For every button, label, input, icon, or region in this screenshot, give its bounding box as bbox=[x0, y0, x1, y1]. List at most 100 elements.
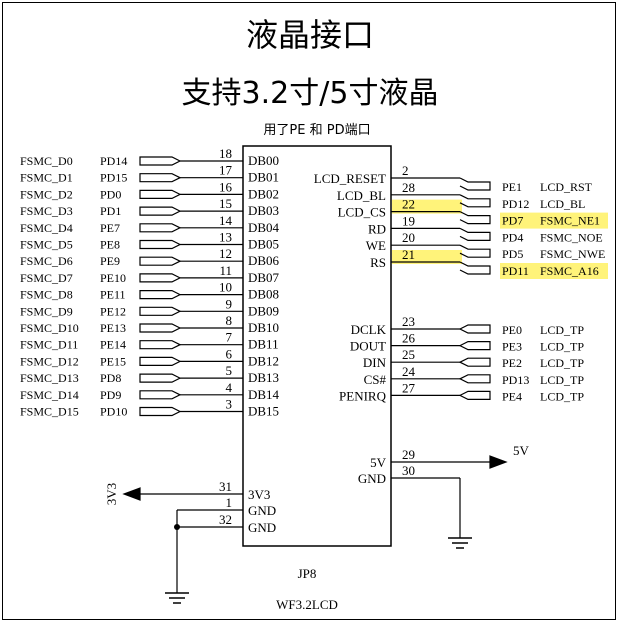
net-port-tag bbox=[139, 189, 182, 199]
pin-number: 10 bbox=[219, 280, 232, 295]
pin-name: DB09 bbox=[248, 303, 279, 318]
fsmc-signal-label: FSMC_D11 bbox=[20, 338, 78, 352]
pin-name: DB10 bbox=[248, 320, 279, 335]
mcu-port-label: PE15 bbox=[100, 354, 126, 368]
pin-number: 15 bbox=[219, 196, 232, 211]
fsmc-signal-label: FSMC_D5 bbox=[20, 238, 73, 252]
fsmc-signal-label: FSMC_NE1 bbox=[540, 214, 600, 228]
pin-number: 21 bbox=[402, 247, 415, 262]
net-port-tag bbox=[139, 206, 182, 216]
highlight-marker bbox=[500, 263, 608, 279]
wire-layer bbox=[122, 156, 508, 604]
pin-name: 5V bbox=[370, 455, 387, 470]
net-port-tag bbox=[139, 273, 182, 283]
pin-name: WE bbox=[366, 238, 386, 253]
pin-name: DB13 bbox=[248, 370, 279, 385]
fsmc-signal-label: LCD_TP bbox=[540, 340, 584, 354]
pin-name: DB11 bbox=[248, 337, 279, 352]
pin-name: DB05 bbox=[248, 237, 279, 252]
fsmc-signal-label: FSMC_D6 bbox=[20, 254, 73, 268]
net-port-tag bbox=[139, 340, 182, 350]
net-port-tag bbox=[459, 177, 491, 191]
mcu-port-label: PD7 bbox=[502, 214, 523, 228]
net-port-tag bbox=[139, 323, 182, 333]
mcu-port-label: PE12 bbox=[100, 304, 126, 318]
fsmc-signal-label: FSMC_D10 bbox=[20, 321, 79, 335]
fsmc-signal-label: FSMC_D2 bbox=[20, 187, 73, 201]
net-port-tag bbox=[139, 239, 182, 250]
net-port-tag bbox=[139, 373, 182, 383]
fsmc-signal-label: FSMC_D14 bbox=[20, 388, 79, 402]
pin-number: 7 bbox=[226, 330, 233, 345]
pin-number: 30 bbox=[402, 463, 415, 478]
pin-name: LCD_BL bbox=[337, 188, 386, 203]
diagram-title: 液晶接口 bbox=[245, 16, 374, 54]
pin-number: 27 bbox=[402, 380, 416, 395]
net-port-tag bbox=[139, 356, 182, 366]
pin-name: DB06 bbox=[248, 253, 280, 268]
fsmc-signal-label: FSMC_A16 bbox=[540, 264, 599, 278]
pin-number: 24 bbox=[402, 364, 416, 379]
fsmc-signal-label: LCD_RST bbox=[540, 180, 593, 194]
fsmc-signal-label: FSMC_D1 bbox=[20, 171, 73, 185]
highlight-marker bbox=[392, 250, 462, 264]
power-arrow-icon bbox=[122, 487, 141, 501]
net-port-tag bbox=[458, 324, 491, 334]
mcu-port-label: PE9 bbox=[100, 254, 120, 268]
pin-number: 18 bbox=[219, 146, 232, 161]
pin-number: 17 bbox=[219, 163, 233, 178]
net-port-tag bbox=[139, 306, 182, 316]
pin-name: DB12 bbox=[248, 353, 279, 368]
power-net-label: 3V3 bbox=[104, 483, 119, 505]
fsmc-signal-label: FSMC_NWE bbox=[540, 247, 605, 261]
fsmc-signal-label: FSMC_D7 bbox=[20, 271, 73, 285]
mcu-port-label: PD13 bbox=[502, 373, 529, 387]
pin-name: DB14 bbox=[248, 387, 280, 402]
net-port-tag bbox=[139, 223, 182, 233]
mcu-port-label: PD14 bbox=[100, 154, 127, 168]
pin-name: DIN bbox=[363, 355, 387, 370]
net-port-tag bbox=[139, 156, 182, 166]
pin-number: 3 bbox=[226, 397, 233, 412]
net-port-tag bbox=[139, 173, 182, 183]
mcu-port-label: PE3 bbox=[502, 340, 522, 354]
highlight-marker bbox=[500, 212, 608, 229]
net-port-tag bbox=[139, 390, 182, 400]
mcu-port-label: PE7 bbox=[100, 221, 120, 235]
fsmc-signal-label: FSMC_D4 bbox=[20, 221, 73, 235]
pin-name: DCLK bbox=[351, 322, 387, 337]
net-port-tag bbox=[139, 406, 182, 417]
pin-number: 8 bbox=[226, 313, 233, 328]
pin-number: 16 bbox=[219, 179, 233, 194]
net-port-tag bbox=[459, 227, 491, 241]
pin-name: DB07 bbox=[248, 270, 280, 285]
net-port-tag bbox=[459, 261, 491, 275]
mcu-port-label: PE8 bbox=[100, 238, 120, 252]
fsmc-signal-label: LCD_BL bbox=[540, 197, 585, 211]
pin-number: 28 bbox=[402, 180, 415, 195]
pin-name: RD bbox=[368, 221, 386, 236]
pin-name: DB08 bbox=[248, 287, 279, 302]
fsmc-signal-label: FSMC_D13 bbox=[20, 371, 79, 385]
net-port-tag bbox=[139, 256, 182, 266]
mcu-port-label: PD9 bbox=[100, 388, 121, 402]
pin-number: 5 bbox=[226, 363, 233, 378]
chip-designator: JP8 bbox=[298, 566, 317, 581]
mcu-port-label: PD10 bbox=[100, 405, 127, 419]
power-net-label: 5V bbox=[513, 443, 530, 458]
pin-number: 9 bbox=[226, 296, 233, 311]
highlight-layer bbox=[392, 199, 608, 279]
mcu-port-label: PE13 bbox=[100, 321, 126, 335]
mcu-port-label: PD5 bbox=[502, 247, 523, 261]
pin-number: 25 bbox=[402, 347, 415, 362]
pin-number: 2 bbox=[402, 163, 409, 178]
pin-number: 4 bbox=[226, 380, 233, 395]
pin-name: GND bbox=[248, 520, 276, 535]
mcu-port-label: PE0 bbox=[502, 323, 522, 337]
pin-name: DOUT bbox=[350, 339, 386, 354]
pin-number: 22 bbox=[402, 197, 415, 212]
port-note: 用了PE 和 PD端口 bbox=[263, 123, 370, 138]
pin-name: DB00 bbox=[248, 153, 279, 168]
pin-number: 11 bbox=[219, 263, 232, 278]
